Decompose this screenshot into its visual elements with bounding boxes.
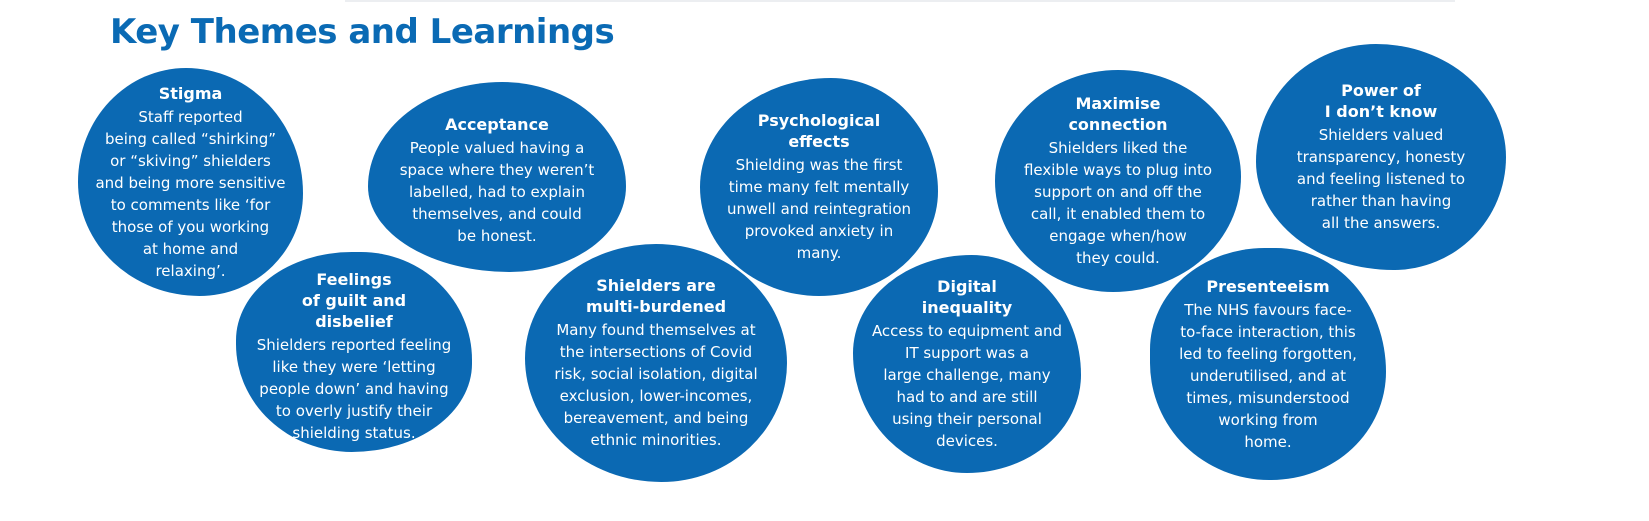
theme-blob-multi-burdened: Shielders are multi-burdened Many found … <box>525 244 787 482</box>
theme-heading: Presenteeism <box>1206 276 1330 296</box>
theme-heading: Digital inequality <box>921 277 1013 317</box>
theme-body: Shielders reported feeling like they wer… <box>256 335 452 442</box>
theme-heading: Stigma <box>158 83 223 103</box>
top-divider <box>345 0 1455 2</box>
theme-heading: Psychological effects <box>757 111 881 151</box>
theme-body: Shielders liked the flexible ways to plu… <box>1023 139 1213 267</box>
theme-heading: Acceptance <box>445 114 549 134</box>
theme-body: Access to equipment and IT support was a… <box>871 322 1063 450</box>
theme-blob-maximise-connection: Maximise connection Shielders liked the … <box>995 70 1241 292</box>
theme-blob-guilt: Feelings of guilt and disbelief Shielder… <box>236 252 472 452</box>
theme-heading: Maximise connection <box>1068 94 1168 134</box>
theme-body: Shielders valued transparency, honesty a… <box>1296 126 1466 232</box>
theme-blob-presenteeism: Presenteeism The NHS favours face- to-fa… <box>1150 248 1386 480</box>
theme-body: Shielding was the first time many felt m… <box>726 156 912 262</box>
theme-body: The NHS favours face- to-face interactio… <box>1179 300 1357 451</box>
theme-blob-digital-inequality: Digital inequality Access to equipment a… <box>853 255 1081 473</box>
theme-blob-psychological: Psychological effects Shielding was the … <box>700 78 938 296</box>
theme-heading: Power of I don’t know <box>1324 81 1438 121</box>
theme-heading: Shielders are multi-burdened <box>585 276 727 316</box>
page-title: Key Themes and Learnings <box>110 12 615 52</box>
theme-blob-stigma: Stigma Staff reported being called “shir… <box>78 68 303 296</box>
theme-body: People valued having a space where they … <box>399 138 595 245</box>
theme-body: Many found themselves at the intersectio… <box>554 321 758 449</box>
theme-body: Staff reported being called “shirking” o… <box>95 107 286 280</box>
theme-blob-power-of-i-dont-know: Power of I don’t know Shielders valued t… <box>1256 44 1506 270</box>
theme-blob-acceptance: Acceptance People valued having a space … <box>368 82 626 272</box>
theme-heading: Feelings of guilt and disbelief <box>301 269 407 331</box>
